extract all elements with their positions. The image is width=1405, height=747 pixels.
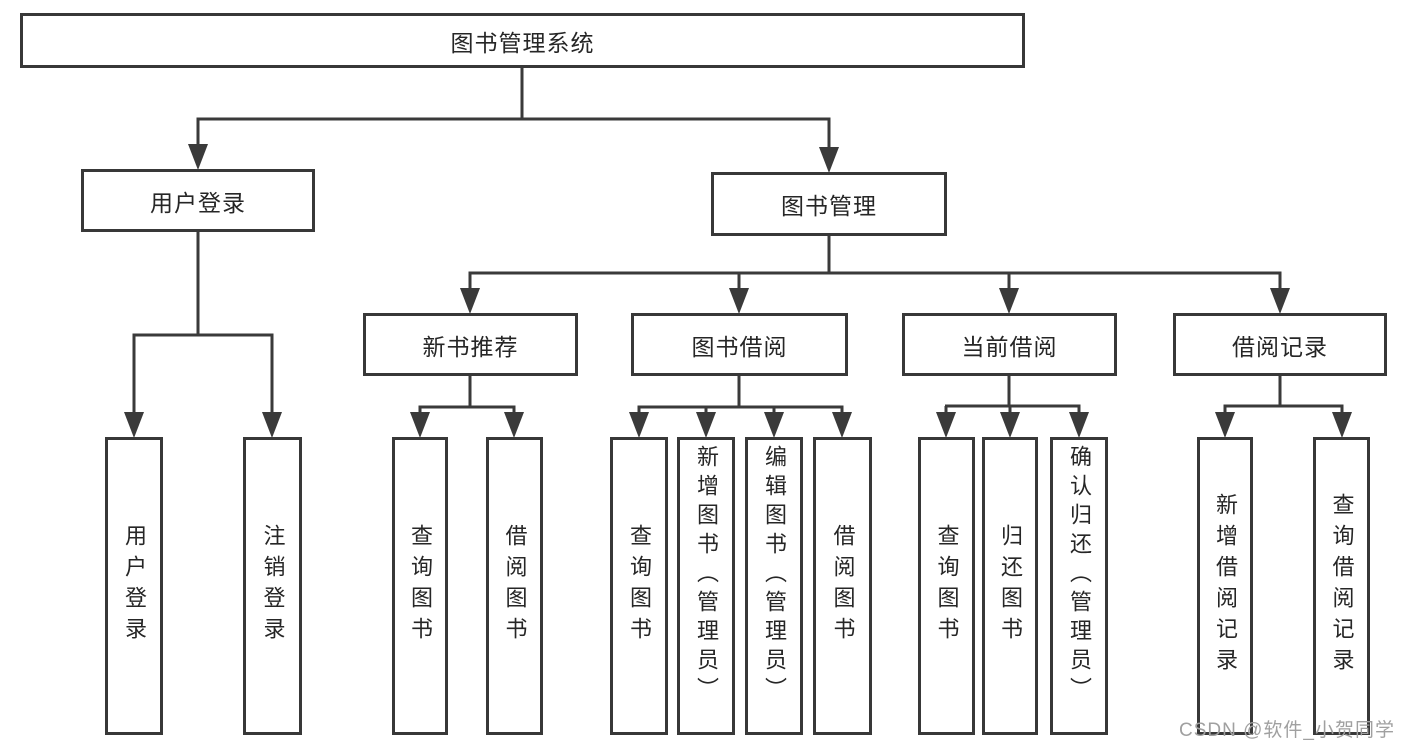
connector-new-book-children — [410, 376, 524, 438]
connector-root-to-level2 — [188, 68, 839, 173]
leaf-logout-label: 注销登录 — [260, 524, 286, 648]
connector-current-borrowing-children — [936, 376, 1089, 438]
leaf-borrow-query-books-label: 查询图书 — [627, 524, 652, 648]
node-book-management: 图书管理 — [711, 172, 947, 236]
leaf-current-return-books: 归还图书 — [982, 437, 1038, 735]
node-root: 图书管理系统 — [20, 13, 1025, 68]
leaf-borrow-add-books-admin-label: 新增图书（管理员） — [694, 445, 719, 706]
node-user-login: 用户登录 — [81, 169, 315, 232]
leaf-recommend-query-books: 查询图书 — [392, 437, 448, 735]
node-book-management-label: 图书管理 — [781, 193, 877, 219]
leaf-borrow-add-books-admin: 新增图书（管理员） — [677, 437, 735, 735]
leaf-current-query-books-label: 查询图书 — [934, 524, 960, 648]
leaf-borrow-borrow-books: 借阅图书 — [813, 437, 872, 735]
node-borrowing-records: 借阅记录 — [1173, 313, 1387, 376]
node-user-login-label: 用户登录 — [150, 189, 246, 216]
node-root-label: 图书管理系统 — [450, 29, 595, 56]
leaf-borrow-edit-books-admin: 编辑图书（管理员） — [745, 437, 803, 735]
node-book-borrowing-label: 图书借阅 — [691, 333, 788, 360]
leaf-current-confirm-return-admin-label: 确认归还（管理员） — [1067, 445, 1092, 706]
node-current-borrowing-label: 当前借阅 — [961, 333, 1058, 360]
node-borrowing-records-label: 借阅记录 — [1232, 333, 1328, 360]
leaf-borrow-query-books: 查询图书 — [610, 437, 668, 735]
csdn-watermark: CSDN @软件_小贺同学 — [1179, 720, 1395, 741]
leaf-recommend-borrow-books-label: 借阅图书 — [502, 524, 528, 648]
leaf-borrow-borrow-books-label: 借阅图书 — [830, 524, 856, 648]
leaf-login-label: 用户登录 — [122, 524, 147, 648]
node-current-borrowing: 当前借阅 — [902, 313, 1117, 376]
leaf-records-query-record-label: 查询借阅记录 — [1329, 493, 1355, 679]
leaf-records-add-record-label: 新增借阅记录 — [1213, 493, 1238, 679]
node-new-book-recommendation-label: 新书推荐 — [422, 333, 519, 360]
leaf-recommend-borrow-books: 借阅图书 — [486, 437, 543, 735]
connector-book-borrowing-children — [629, 376, 852, 438]
leaf-recommend-query-books-label: 查询图书 — [408, 524, 433, 648]
leaf-current-return-books-label: 归还图书 — [998, 524, 1023, 648]
connector-book-management-children — [460, 236, 1290, 314]
node-book-borrowing: 图书借阅 — [631, 313, 848, 376]
leaf-records-query-record: 查询借阅记录 — [1313, 437, 1370, 735]
leaf-logout: 注销登录 — [243, 437, 302, 735]
node-new-book-recommendation: 新书推荐 — [363, 313, 578, 376]
connector-user-login-children — [124, 232, 282, 438]
leaf-login: 用户登录 — [105, 437, 163, 735]
leaf-current-query-books: 查询图书 — [918, 437, 975, 735]
leaf-records-add-record: 新增借阅记录 — [1197, 437, 1253, 735]
connector-borrowing-records-children — [1215, 376, 1352, 438]
leaf-current-confirm-return-admin: 确认归还（管理员） — [1050, 437, 1108, 735]
leaf-borrow-edit-books-admin-label: 编辑图书（管理员） — [762, 445, 787, 706]
